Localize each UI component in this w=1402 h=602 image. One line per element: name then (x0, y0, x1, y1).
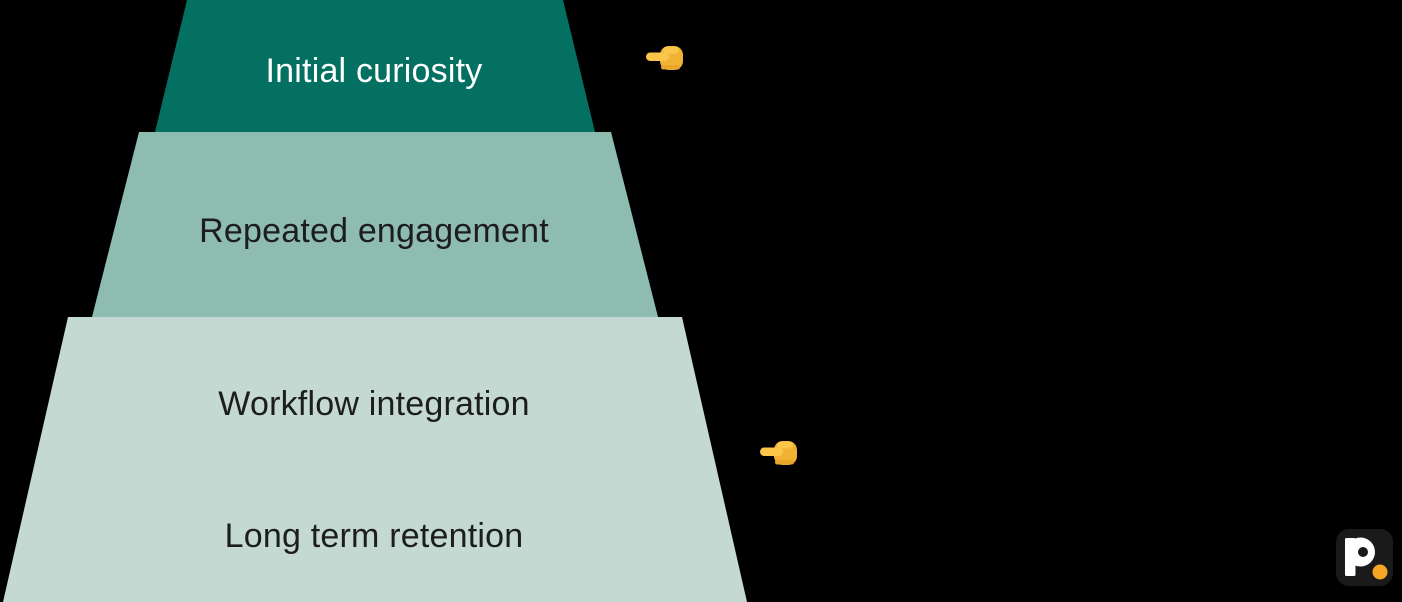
piktochart-logo (1336, 529, 1393, 586)
funnel-level-3-shape (3, 317, 747, 602)
funnel-level-4-label: Long term retention (224, 517, 524, 555)
pointing-left-icon (646, 46, 683, 70)
logo-dot (1372, 564, 1388, 580)
funnel-level-2-label: Repeated engagement (199, 212, 549, 250)
funnel-level-2-shape (92, 132, 658, 317)
funnel-level-3-label: Workflow integration (218, 385, 530, 423)
funnel-level-1-shape (155, 0, 595, 132)
logo-letter-p (1345, 537, 1375, 576)
pointing-left-icon (760, 441, 797, 465)
funnel-level-1-label: Initial curiosity (265, 52, 483, 90)
